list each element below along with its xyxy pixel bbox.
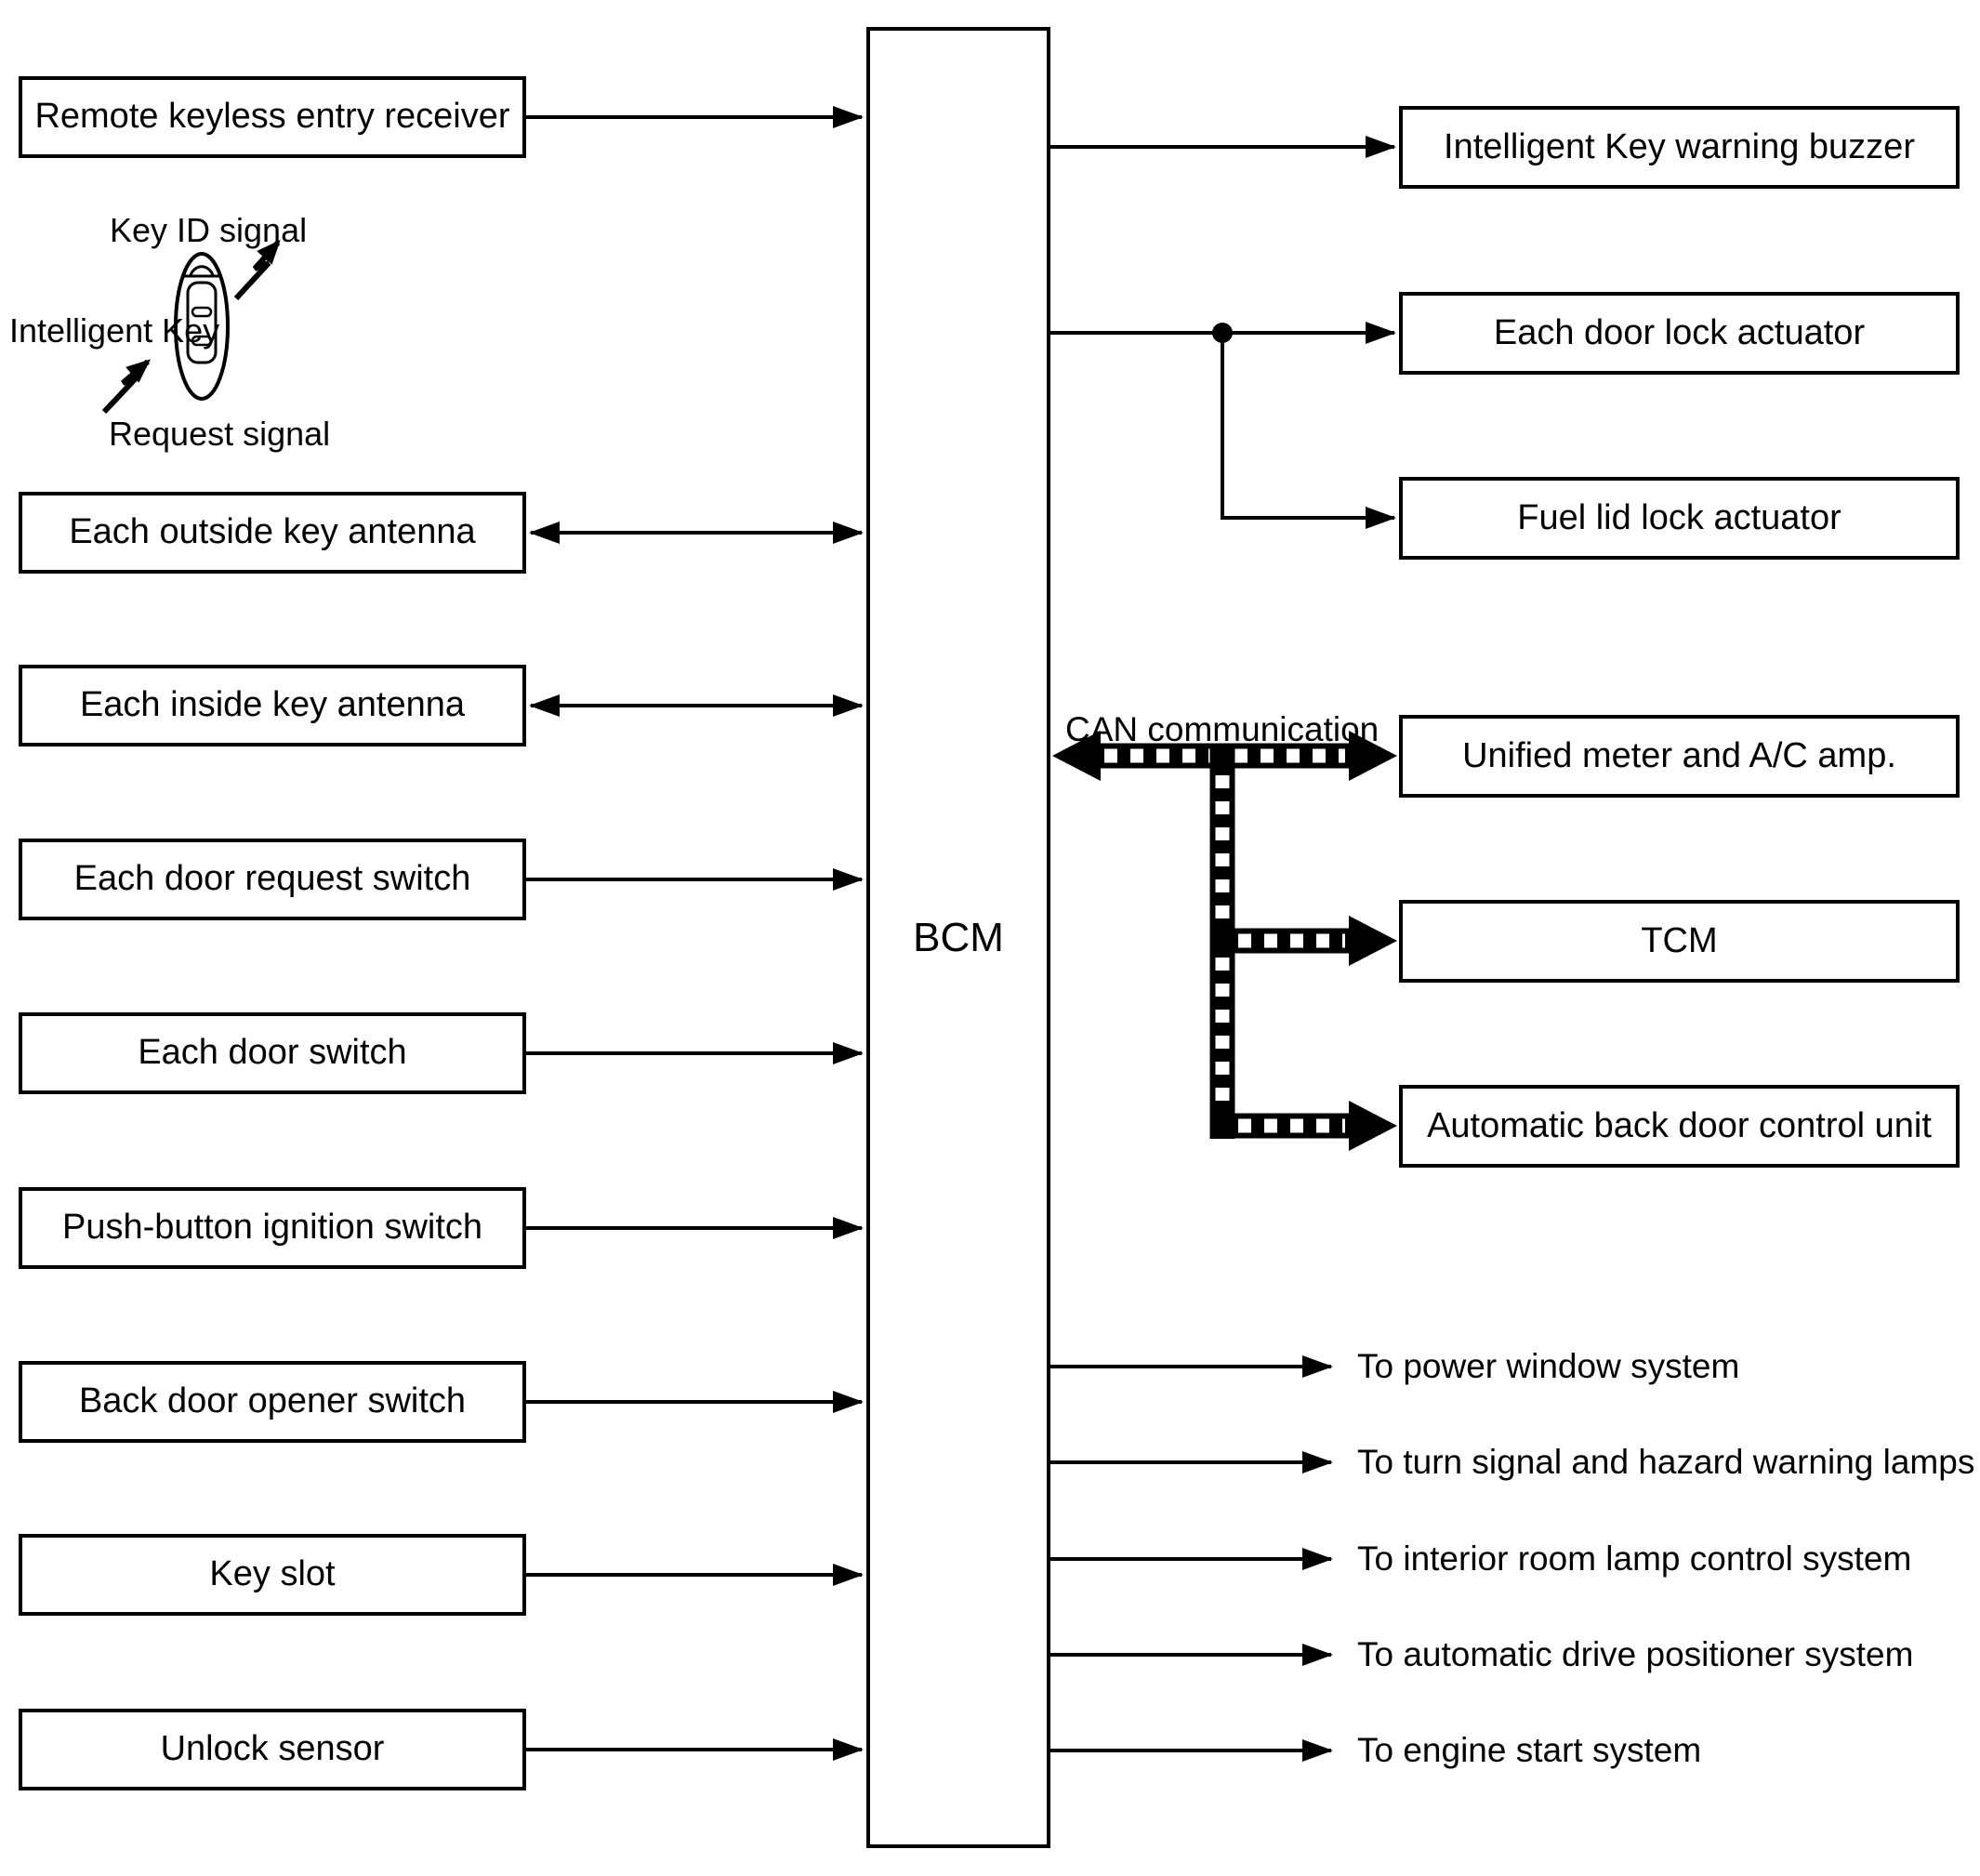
system-output-interior-room-lamp: To interior room lamp control system [1357,1539,1912,1578]
can-arrowhead-backdoor [1349,1101,1397,1151]
system-output-power-window: To power window system [1357,1347,1740,1385]
output-label: Each door lock actuator [1493,312,1866,352]
input-label: Each outside key antenna [69,512,476,552]
can-arrowhead-right [1349,731,1397,781]
input-label: Each door switch [138,1033,407,1073]
bcm-label: BCM [913,914,1004,960]
input-box-remote-keyless-entry-receiver: Remote keyless entry receiver [19,76,526,158]
input-box-each-door-request-switch: Each door request switch [19,839,526,920]
input-box-each-outside-key-antenna: Each outside key antenna [19,492,526,574]
output-box-tcm: TCM [1399,900,1960,983]
output-label: TCM [1641,920,1718,960]
output-label: Unified meter and A/C amp. [1462,735,1896,775]
input-label: Remote keyless entry receiver [34,97,510,137]
output-label: Fuel lid lock actuator [1517,497,1841,537]
output-label: Intelligent Key warning buzzer [1444,126,1915,166]
output-box-intelligent-key-warning-buzzer: Intelligent Key warning buzzer [1399,106,1960,189]
system-output-drive-positioner: To automatic drive positioner system [1357,1635,1914,1673]
can-arrowhead-tcm [1349,916,1397,966]
output-box-fuel-lid-lock-actuator: Fuel lid lock actuator [1399,477,1960,560]
input-box-each-door-switch: Each door switch [19,1012,526,1094]
input-label: Each inside key antenna [79,685,466,725]
input-label: Each door request switch [73,859,471,899]
input-label: Back door opener switch [78,1381,467,1421]
system-output-engine-start: To engine start system [1357,1731,1702,1769]
input-box-push-button-ignition-switch: Push-button ignition switch [19,1187,526,1269]
can-bus-wires [1052,731,1397,1151]
wire-branch-to-fuel-lid-actuator [1221,333,1396,529]
input-label: Unlock sensor [160,1729,385,1769]
can-communication-label: CAN communication [1065,710,1379,748]
input-box-each-inside-key-antenna: Each inside key antenna [19,665,526,746]
input-box-unlock-sensor: Unlock sensor [19,1709,526,1790]
bcm-module-box: BCM [866,27,1050,1848]
input-box-key-slot: Key slot [19,1534,526,1616]
output-label: Automatic back door control unit [1427,1105,1932,1145]
key-id-signal-zigzag-icon [233,240,281,301]
input-label: Key slot [209,1554,336,1594]
input-box-back-door-opener-switch: Back door opener switch [19,1361,526,1443]
system-output-turn-signal-hazard: To turn signal and hazard warning lamps [1357,1443,1975,1481]
request-signal-label: Request signal [109,415,331,453]
key-fob-icon [174,252,230,401]
system-output-wires [1050,1355,1333,1762]
junction-dot [1212,323,1233,343]
input-label: Push-button ignition switch [61,1208,483,1248]
output-box-each-door-lock-actuator: Each door lock actuator [1399,292,1960,375]
output-box-automatic-back-door-control-unit: Automatic back door control unit [1399,1085,1960,1168]
can-arrowhead-left [1052,731,1101,781]
intelligent-key-label: Intelligent Key [9,311,220,350]
left-input-wires [526,106,864,1761]
output-box-unified-meter-ac-amp: Unified meter and A/C amp. [1399,715,1960,798]
request-signal-zigzag-icon [101,359,152,415]
key-id-signal-label: Key ID signal [110,211,308,249]
